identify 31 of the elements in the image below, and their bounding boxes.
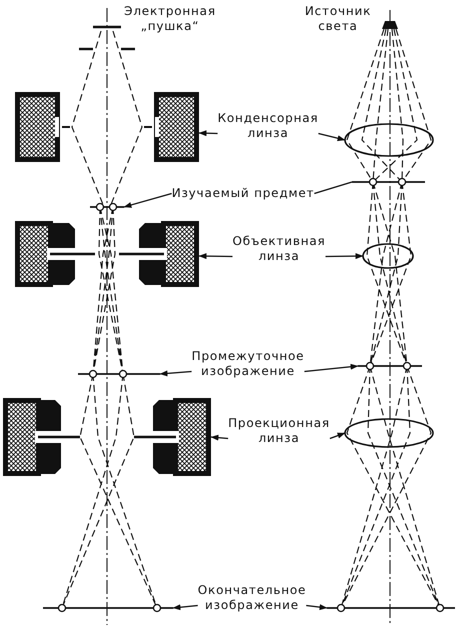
image-plane [43,604,173,612]
part-label: Конденсорная линза [218,111,318,141]
magnetic-lens [15,221,199,287]
leader-arrow [172,604,198,610]
image-plane [358,362,422,370]
magnetic-lens [15,92,199,162]
column-title: Источник света [304,4,372,34]
leader-arrow [330,432,346,440]
leader-arrow [124,192,172,208]
leader-arrow [304,364,358,372]
magnetic-lens [3,398,211,476]
leader-arrow [318,132,346,142]
image-plane [78,370,160,378]
leader-arrow [198,253,232,260]
specimen [90,202,124,212]
leader-arrow [210,434,228,441]
leader-arrow [326,253,364,260]
leader-arrow [160,370,192,376]
image-plane [327,604,455,612]
glass-lens [344,418,434,448]
leader-arrow [306,604,328,610]
leader-arrow [198,130,218,136]
part-label: Проекционная линза [228,416,330,446]
part-label: Изучаемый предмет [172,186,314,201]
specimen [352,178,425,186]
column-title: Электронная „пушка“ [124,4,216,34]
part-label: Объективная линза [232,234,326,264]
part-label: Окончательное изображение [198,583,306,613]
glass-lens [362,243,414,269]
part-label: Промежуточное изображение [192,349,304,379]
glass-lens [344,123,434,157]
